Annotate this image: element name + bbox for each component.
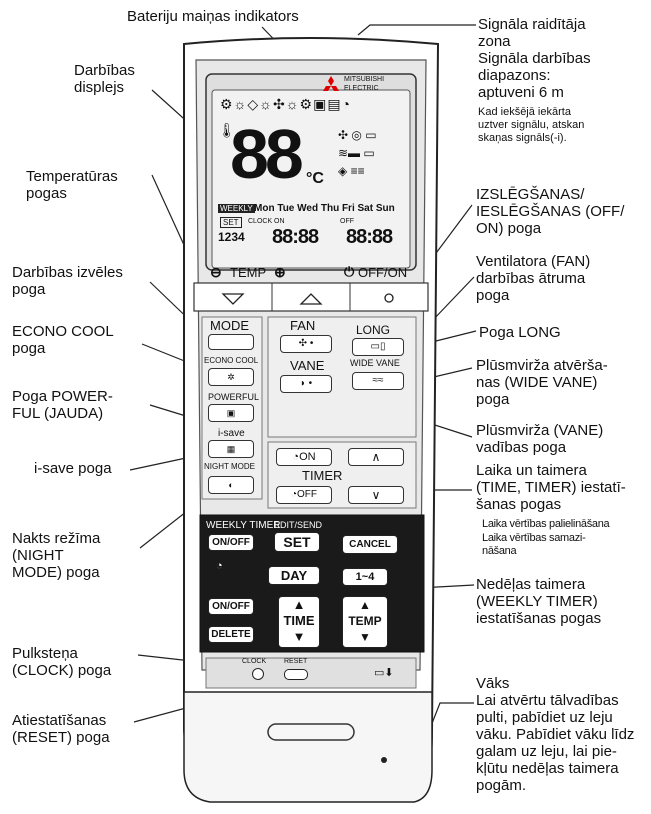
temp-up-button[interactable]	[273, 284, 350, 310]
label-long: Poga LONG	[479, 324, 561, 341]
clock-button[interactable]	[252, 668, 264, 680]
clock-icon: ◔	[290, 489, 298, 500]
fan-status-icons: ✣ ◎ ▭≋▬ ▭◈ ≡≡	[338, 128, 377, 178]
clock-small-icon: ◔	[216, 560, 223, 572]
display-time-2: 88:88	[346, 226, 393, 248]
temp-label: TEMP	[230, 265, 267, 280]
econo-cool-button[interactable]: ✲	[208, 368, 254, 386]
timer-on-label: ON	[299, 451, 316, 463]
long-button[interactable]: ▭▯	[352, 338, 404, 356]
arrow-up-icon: ▲	[292, 597, 306, 612]
night-mode-button[interactable]: ◐	[208, 476, 254, 494]
temp-minus-icon: ⊖	[210, 264, 222, 280]
clock-icon: ◔	[292, 451, 300, 463]
range-button[interactable]: 1~4	[342, 568, 388, 586]
clock-label: CLOCK	[242, 658, 267, 665]
label-timer: Laika un taimera(TIME, TIMER) iestatī-ša…	[476, 462, 626, 513]
label-reset: Atiestatīšanas(RESET) poga	[12, 712, 110, 746]
mode-icons: ⚙☼◇☼✣☼⚙▣▤◔	[220, 96, 352, 112]
brand-logo	[320, 76, 342, 101]
isave-button[interactable]: ▦	[208, 440, 254, 458]
brand-name-2: ELECTRIC	[344, 85, 379, 92]
display-unit: °C	[306, 170, 324, 187]
temp-plus-icon: ⊕	[274, 264, 286, 280]
label-wide-vane: Plūsmvirža atvērša-nas (WIDE VANE)poga	[476, 357, 608, 408]
label-timer-down: Laika vērtības samazi-nāšana	[482, 532, 586, 557]
remote-control: MITSUBISHI ELECTRIC ⚙☼◇☼✣☼⚙▣▤◔ 🌡 88 °C ✣…	[170, 30, 452, 810]
label-vane: Plūsmvirža (VANE)vadības poga	[476, 422, 604, 456]
time-down-button[interactable]: ∨	[348, 486, 404, 504]
timer-label: TIMER	[302, 468, 343, 483]
temp-weekly-label: TEMP	[348, 614, 382, 628]
arrow-down-icon: ▼	[359, 630, 371, 644]
timer-off-label: OFF	[297, 489, 318, 500]
mode-button[interactable]	[208, 334, 254, 350]
fan-button[interactable]: ✣ •	[280, 335, 332, 353]
thermometer-icon: 🌡	[218, 122, 236, 138]
leader-signal	[357, 24, 476, 36]
label-isave: i-save poga	[34, 460, 112, 477]
edit-send-label: EDIT/SEND	[274, 520, 323, 530]
power-icon: ⏻	[344, 264, 355, 279]
brand-name-1: MITSUBISHI	[344, 76, 385, 83]
arrow-up-icon: ▲	[359, 598, 371, 612]
temp-down-button[interactable]	[195, 284, 272, 310]
powerful-button[interactable]: ▣	[208, 404, 254, 422]
mode-label: MODE	[210, 318, 249, 333]
off-on-label: OFF/ON	[358, 265, 408, 280]
weekly-on-off-button[interactable]: ON/OFF	[208, 534, 254, 551]
display-time-1: 88:88	[272, 226, 319, 248]
long-label: LONG	[356, 323, 391, 337]
clock-on-tag: CLOCK ON	[248, 218, 285, 225]
temp-weekly-button[interactable]: ▲ TEMP ▼	[342, 596, 388, 648]
display-days: Mon Tue Wed Thu Fri Sat Sun	[254, 203, 395, 214]
cancel-button[interactable]: CANCEL	[342, 535, 398, 554]
label-battery: Bateriju maiņas indikators	[127, 8, 299, 25]
timer-on-button[interactable]: ◔ON	[276, 448, 332, 466]
time-button-label: TIME	[283, 613, 315, 628]
off-tag: OFF	[340, 218, 354, 225]
display-big-digits: 88	[230, 115, 304, 193]
delete-button[interactable]: DELETE	[208, 626, 254, 643]
powerful-label: POWERFUL	[208, 392, 260, 402]
label-powerful: Poga POWER-FUL (JAUDA)	[12, 388, 113, 422]
time-up-button[interactable]: ∧	[348, 448, 404, 466]
label-off-on: IZSLĒGŠANAS/IESLĒGŠANAS (OFF/ON) poga	[476, 186, 625, 237]
econo-cool-label: ECONO COOL	[204, 356, 259, 365]
set-tag: SET	[220, 217, 242, 228]
vane-label: VANE	[290, 358, 325, 373]
display-program: 1234	[218, 230, 245, 244]
fan-label: FAN	[290, 318, 316, 333]
weekly-timer-label: WEEKLY TIMER	[206, 520, 281, 531]
off-on-button[interactable]	[351, 284, 427, 310]
day-button[interactable]: DAY	[268, 566, 320, 585]
reset-label: RESET	[284, 658, 308, 665]
time-button[interactable]: ▲ TIME ▼	[278, 596, 320, 648]
label-clock: Pulksteņa(CLOCK) poga	[12, 645, 112, 679]
timer-off-button[interactable]: ◔OFF	[276, 486, 332, 504]
reset-button[interactable]	[284, 669, 308, 680]
label-timer-up: Laika vērtības palielināšana	[482, 518, 610, 530]
battery-icon: ▭⬇	[374, 667, 394, 679]
mitsubishi-logo-icon	[323, 76, 339, 91]
isave-label: i-save	[218, 428, 245, 439]
weekly-on-off2-button[interactable]: ON/OFF	[208, 598, 254, 615]
wide-vane-button[interactable]: ≈≈	[352, 372, 404, 390]
label-weekly: Nedēļas taimera(WEEKLY TIMER)iestatīšana…	[476, 576, 602, 627]
arrow-down-icon: ▼	[292, 629, 306, 644]
weekly-tag: WEEKLY	[218, 204, 255, 213]
wide-vane-label: WIDE VANE	[350, 358, 400, 368]
set-button[interactable]: SET	[274, 532, 320, 552]
night-mode-label: NIGHT MODE	[204, 462, 255, 471]
vane-button[interactable]: ◗ •	[280, 375, 332, 393]
